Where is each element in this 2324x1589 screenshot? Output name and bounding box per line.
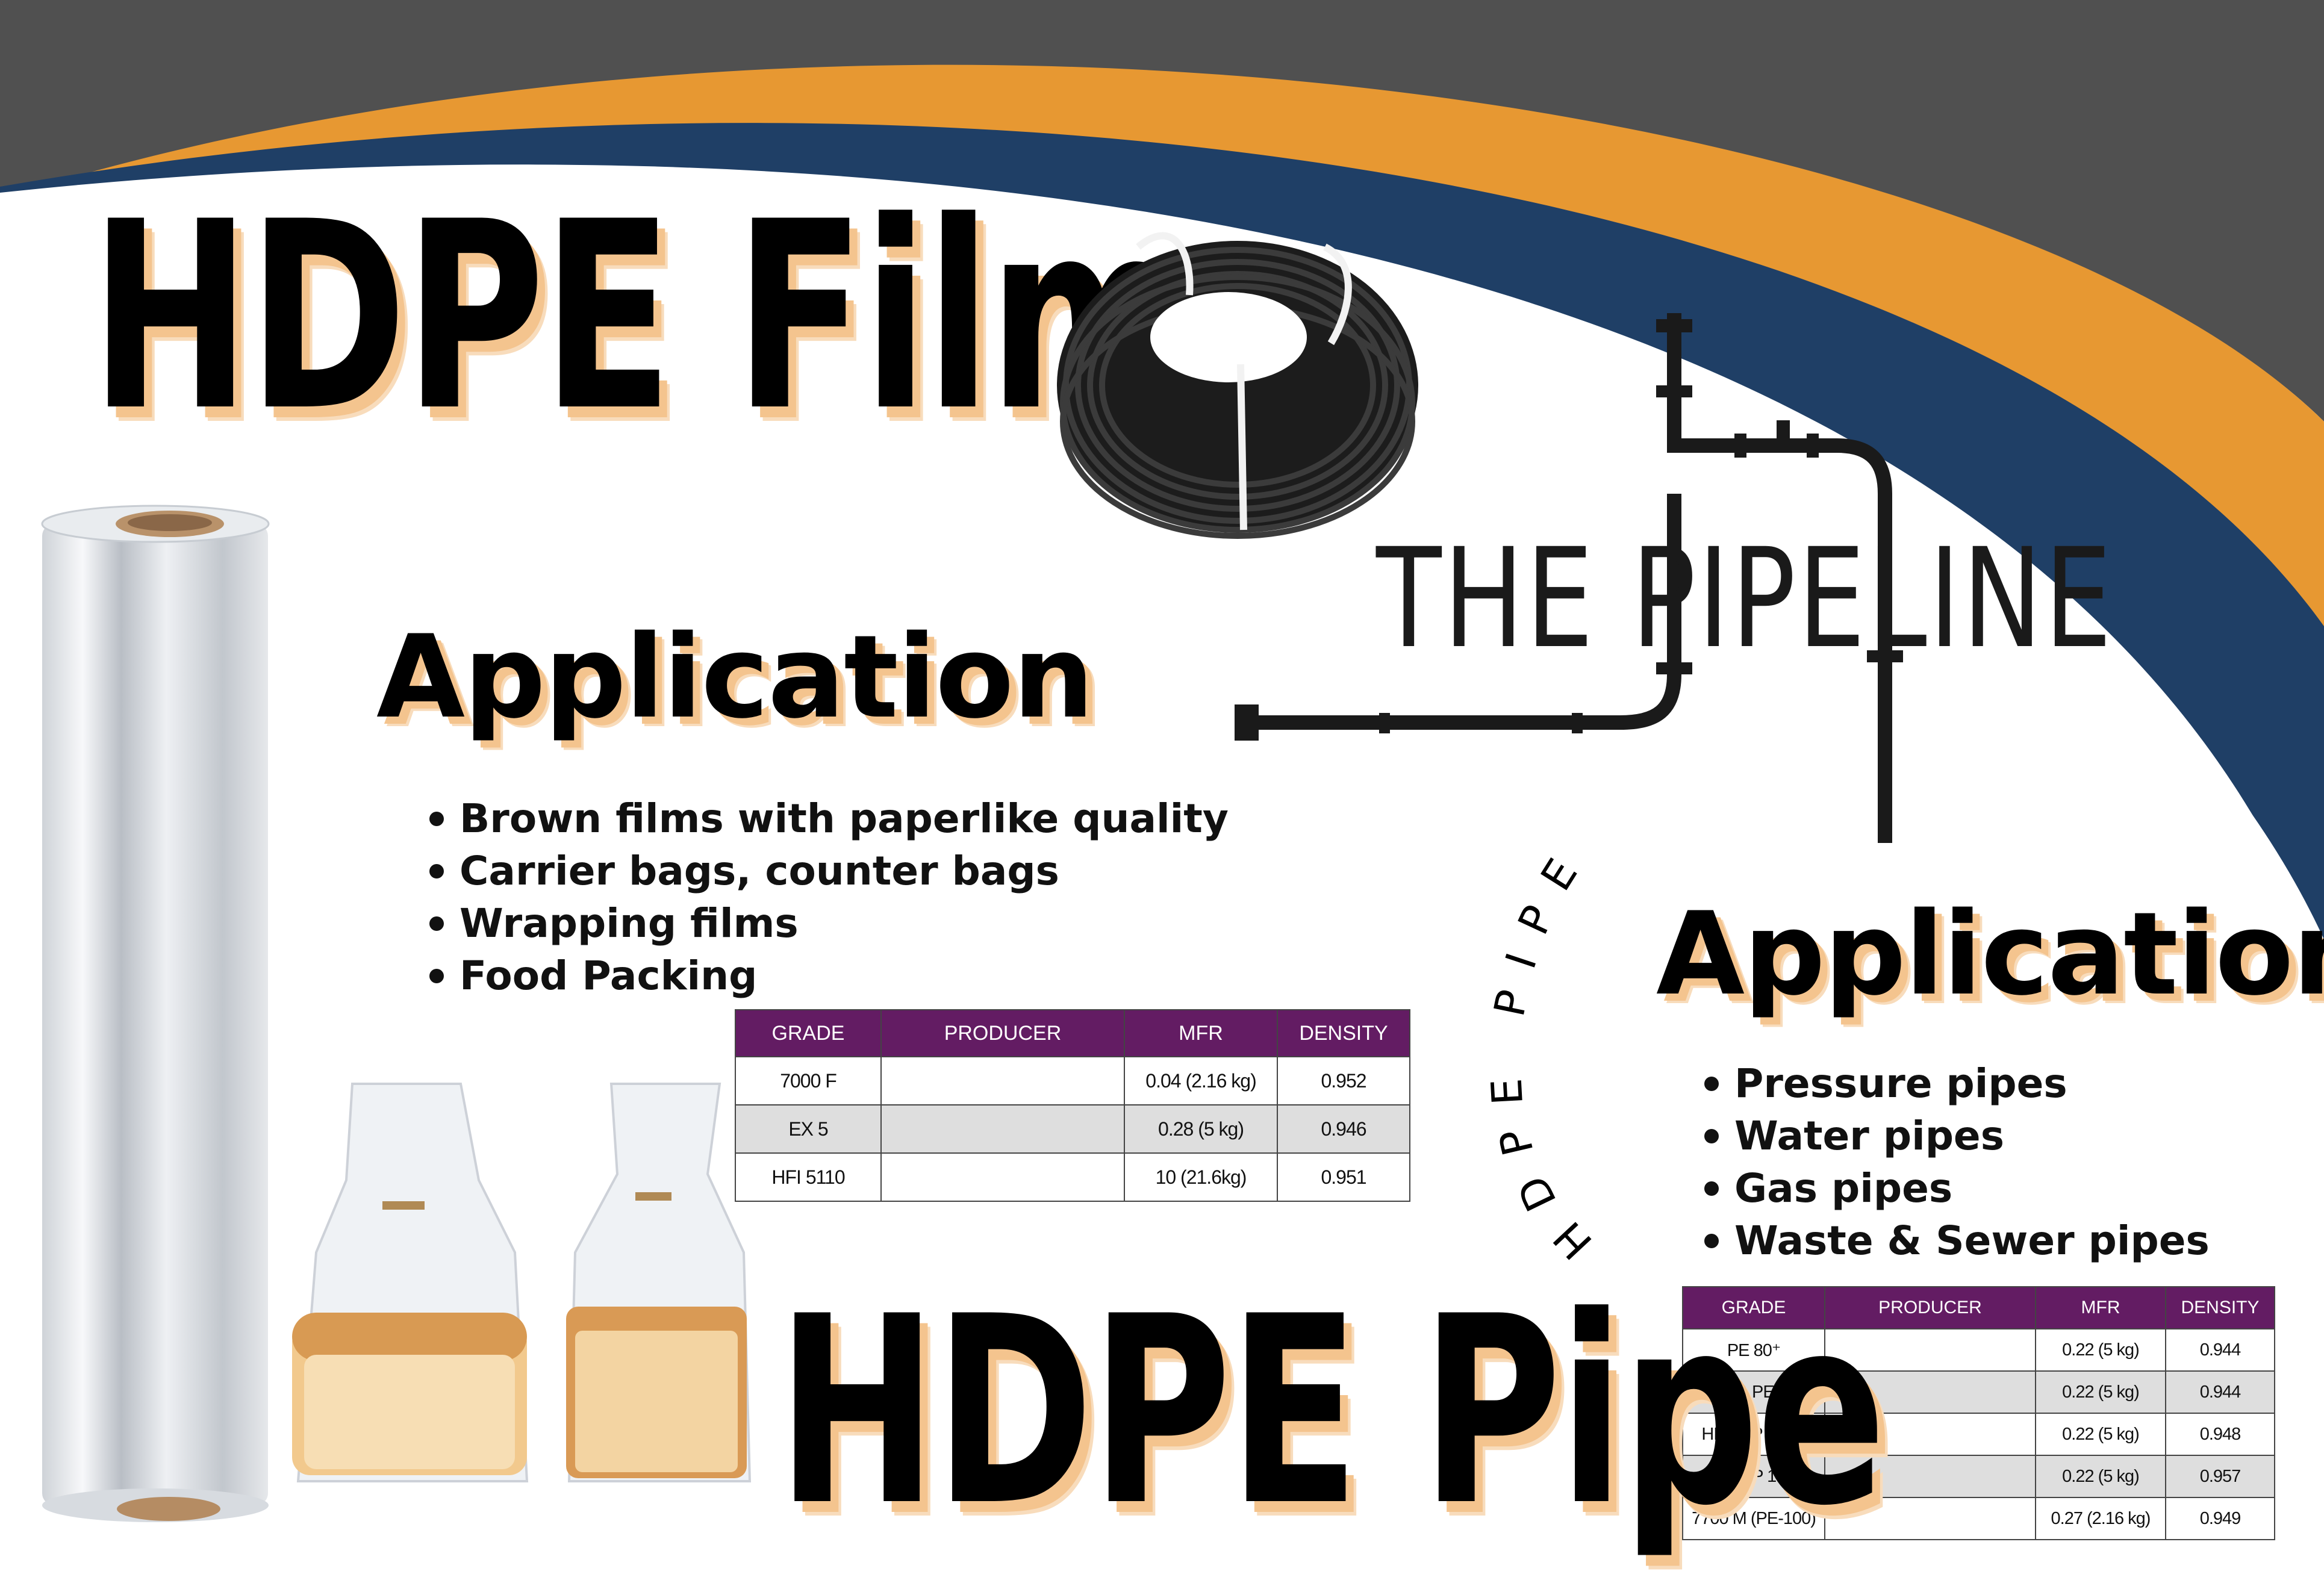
table-cell: 7000 F bbox=[735, 1056, 882, 1105]
table-cell: 0.949 bbox=[2165, 1497, 2275, 1540]
table-header: PRODUCER bbox=[880, 1009, 1125, 1057]
table-cell: 10 (21.6kg) bbox=[1124, 1152, 1278, 1202]
table-cell: HMCRP 100N bbox=[1682, 1413, 1825, 1456]
table-cell: HFI 5110 bbox=[735, 1152, 882, 1202]
table-cell: (EX 3) PE 100 bbox=[1682, 1370, 1825, 1414]
table-row: HFI 5110 10 (21.6kg) 0.951 bbox=[735, 1152, 1410, 1202]
pipe-application-heading: Application bbox=[1656, 888, 2324, 1021]
table-cell: 0.22 (5 kg) bbox=[2035, 1413, 2166, 1456]
table-cell bbox=[1824, 1328, 2036, 1372]
table-cell: HMCRP 100B bbox=[1682, 1455, 1825, 1498]
list-item: Gas pipes bbox=[1699, 1162, 2210, 1214]
table-cell: 0.948 bbox=[2165, 1413, 2275, 1456]
table-row: HMCRP 100B 0.22 (5 kg) 0.957 bbox=[1682, 1455, 2275, 1498]
table-cell: 0.944 bbox=[2165, 1370, 2275, 1414]
table-row: EX 5 0.28 (5 kg) 0.946 bbox=[735, 1104, 1410, 1154]
coiled-pipe-image bbox=[1057, 232, 1418, 539]
list-item: Carrier bags, counter bags bbox=[425, 845, 1229, 897]
table-cell bbox=[880, 1056, 1125, 1105]
table-header: DENSITY bbox=[1277, 1009, 1410, 1057]
table-cell: 0.27 (2.16 kg) bbox=[2035, 1497, 2166, 1540]
table-header: GRADE bbox=[735, 1009, 882, 1057]
table-cell: 0.28 (5 kg) bbox=[1124, 1104, 1278, 1154]
list-item: Food Packing bbox=[425, 950, 1229, 1002]
list-item: Waste & Sewer pipes bbox=[1699, 1214, 2210, 1267]
table-cell: 0.22 (5 kg) bbox=[2035, 1370, 2166, 1414]
film-grade-table: GRADE PRODUCER MFR DENSITY 7000 F 0.04 (… bbox=[735, 1009, 1410, 1202]
film-title: HDPE Film bbox=[90, 167, 1188, 468]
bread-bag-image-1 bbox=[292, 1083, 529, 1482]
table-cell: EX 5 bbox=[735, 1104, 882, 1154]
table-header: MFR bbox=[1124, 1009, 1278, 1057]
table-header: MFR bbox=[2035, 1286, 2166, 1329]
table-cell bbox=[1824, 1370, 2036, 1414]
pipeline-logo-graphic bbox=[1235, 313, 1903, 843]
table-cell: 0.946 bbox=[1277, 1104, 1410, 1154]
table-cell bbox=[1824, 1413, 2036, 1456]
navy-band bbox=[0, 123, 2324, 939]
table-row: HMCRP 100N 0.22 (5 kg) 0.948 bbox=[1682, 1413, 2275, 1456]
white-field bbox=[0, 164, 2324, 1589]
table-cell: PE 80⁺ bbox=[1682, 1328, 1825, 1372]
film-application-heading: Application bbox=[376, 611, 1094, 744]
table-cell: 0.04 (2.16 kg) bbox=[1124, 1056, 1278, 1105]
table-header: GRADE bbox=[1682, 1286, 1825, 1329]
table-row: (EX 3) PE 100 0.22 (5 kg) 0.944 bbox=[1682, 1370, 2275, 1414]
list-item: Pressure pipes bbox=[1699, 1057, 2210, 1110]
pipe-title: HDPE Pipe bbox=[777, 1261, 1886, 1563]
list-item: Brown films with paperlike quality bbox=[425, 792, 1229, 845]
hdpe-pipe-arc-label: HDPE PIPE bbox=[1481, 831, 1602, 1269]
table-cell: 0.22 (5 kg) bbox=[2035, 1455, 2166, 1498]
pipe-grade-table: GRADE PRODUCER MFR DENSITY PE 80⁺ 0.22 (… bbox=[1682, 1286, 2275, 1540]
table-header: DENSITY bbox=[2165, 1286, 2275, 1329]
film-roll-image bbox=[41, 505, 270, 1522]
table-header: PRODUCER bbox=[1824, 1286, 2036, 1329]
pipe-application-list: Pressure pipes Water pipes Gas pipes Was… bbox=[1699, 1057, 2210, 1267]
table-cell bbox=[880, 1152, 1125, 1202]
pipeline-logo-text: THE PIPELINE bbox=[1376, 518, 2114, 679]
list-item: Wrapping films bbox=[425, 897, 1229, 950]
table-cell bbox=[1824, 1497, 2036, 1540]
film-application-list: Brown films with paperlike quality Carri… bbox=[425, 792, 1229, 1002]
table-cell: 0.951 bbox=[1277, 1152, 1410, 1202]
table-cell: 0.952 bbox=[1277, 1056, 1410, 1105]
arc-label-text: HDPE PIPE bbox=[1481, 831, 1602, 1269]
table-cell: 0.957 bbox=[2165, 1455, 2275, 1498]
table-row: 7000 F 0.04 (2.16 kg) 0.952 bbox=[735, 1056, 1410, 1105]
table-row: 7700 M (PE-100) 0.27 (2.16 kg) 0.949 bbox=[1682, 1497, 2275, 1540]
bread-bag-image-2 bbox=[566, 1083, 752, 1482]
table-row: PE 80⁺ 0.22 (5 kg) 0.944 bbox=[1682, 1328, 2275, 1372]
table-cell bbox=[1824, 1455, 2036, 1498]
table-cell: 0.22 (5 kg) bbox=[2035, 1328, 2166, 1372]
table-cell: 7700 M (PE-100) bbox=[1682, 1497, 1825, 1540]
list-item: Water pipes bbox=[1699, 1110, 2210, 1162]
table-cell bbox=[880, 1104, 1125, 1154]
table-cell: 0.944 bbox=[2165, 1328, 2275, 1372]
